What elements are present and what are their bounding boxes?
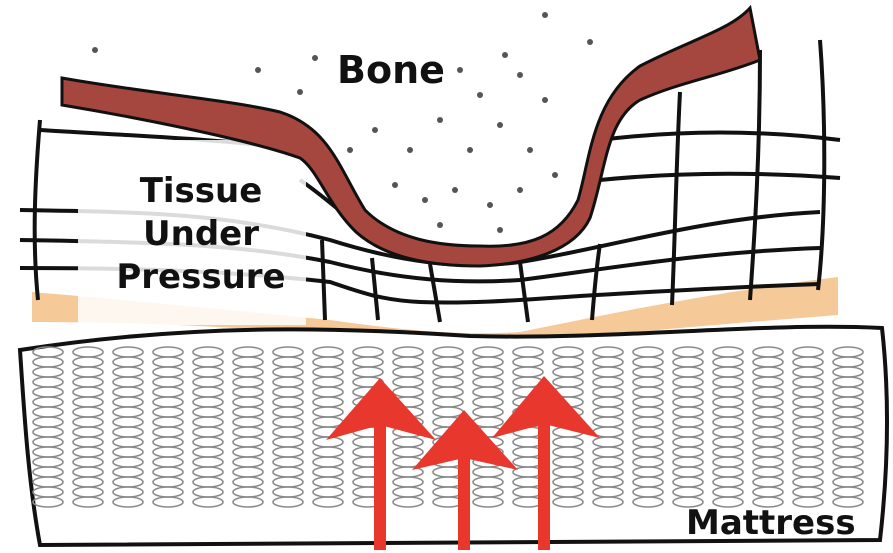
tissue-label-line-1: Tissue (106, 170, 296, 213)
bone-label: Bone (337, 48, 445, 92)
mattress-label: Mattress (686, 503, 856, 543)
tissue-label-line-2: Under (106, 213, 296, 256)
tissue-under-pressure-label: Tissue Under Pressure (106, 170, 296, 299)
tissue-label-line-3: Pressure (106, 256, 296, 299)
